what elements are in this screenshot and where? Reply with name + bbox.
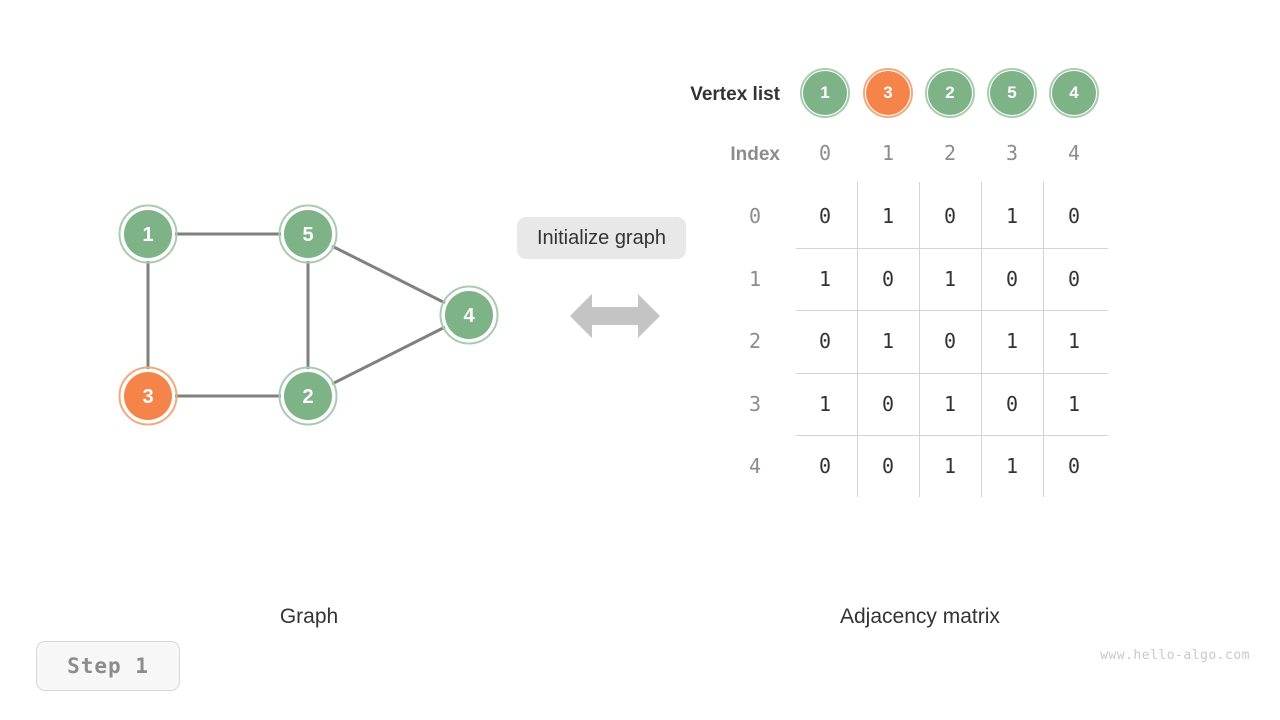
graph-node-body: [284, 210, 332, 258]
graph-node: 3: [118, 366, 178, 426]
graph-node-ring: [118, 366, 178, 426]
matrix-cell: 1: [943, 392, 957, 416]
matrix-cell: 0: [881, 392, 895, 416]
matrix-gridline-horizontal: [796, 310, 1108, 311]
graph-node-layer: 1 5 3 2 4: [118, 204, 499, 426]
matrix-cell: 0: [1005, 392, 1019, 416]
vertex-chip-ring: [987, 68, 1037, 118]
graph-node: 2: [278, 366, 338, 426]
matrix-cell: 1: [1005, 454, 1019, 478]
graph-node-label: 2: [302, 386, 313, 408]
graph-node-body: [284, 372, 332, 420]
matrix-cell: 1: [1067, 392, 1081, 416]
operation-label: Initialize graph: [517, 217, 686, 259]
vertex-list-title: Vertex list: [690, 84, 780, 105]
matrix-cell: 1: [1005, 329, 1019, 353]
matrix-cell: 0: [818, 329, 832, 353]
matrix-cell: 0: [818, 204, 832, 228]
index-head-cell: 1: [881, 141, 895, 165]
matrix-gridline-vertical: [981, 182, 982, 497]
vertex-chip: 1: [803, 71, 847, 115]
vertex-chip: 3: [866, 71, 910, 115]
vertex-chip: 5: [990, 71, 1034, 115]
graph-edge-layer: [146, 232, 446, 398]
matrix-cell: 1: [1005, 204, 1019, 228]
matrix-cell: 0: [818, 454, 832, 478]
vertex-chip-ring: [1049, 68, 1099, 118]
matrix-cell: 0: [881, 267, 895, 291]
graph-node-label: 4: [463, 305, 475, 327]
matrix-cell: 1: [818, 392, 832, 416]
vertex-chip: 2: [928, 71, 972, 115]
graph-node: 5: [278, 204, 338, 264]
graph-node-body: [124, 210, 172, 258]
matrix-cell: 0: [1005, 267, 1019, 291]
graph-caption: Graph: [279, 605, 339, 628]
matrix-row-label: 4: [748, 454, 762, 478]
index-row-title: Index: [730, 144, 780, 165]
matrix-cell: 0: [1067, 267, 1081, 291]
graph-node-ring: [278, 366, 338, 426]
graph-node: 1: [118, 204, 178, 264]
graph-node-body: [445, 291, 493, 339]
index-head-cell: 2: [943, 141, 957, 165]
step-badge: Step 1: [36, 641, 180, 691]
matrix-cell: 1: [1067, 329, 1081, 353]
matrix-cell: 1: [943, 267, 957, 291]
vertex-chip: 4: [1052, 71, 1096, 115]
graph-node: 4: [439, 285, 499, 345]
index-head-cell: 3: [1005, 141, 1019, 165]
vertex-chip-ring: [863, 68, 913, 118]
matrix-gridline-vertical: [856, 182, 858, 497]
matrix-cell: 0: [1067, 204, 1081, 228]
double-headed-arrow-icon: [570, 294, 660, 338]
vertex-chip-ring: [800, 68, 850, 118]
matrix-row-label: 0: [748, 204, 762, 228]
matrix-gridline-horizontal: [796, 435, 1108, 436]
graph-node-ring: [439, 285, 499, 345]
matrix-gridline-vertical: [1043, 182, 1044, 497]
matrix-row-label: 3: [748, 392, 762, 416]
matrix-cell: 1: [943, 454, 957, 478]
index-head-cell: 4: [1067, 141, 1081, 165]
matrix-gridline-horizontal: [796, 247, 1108, 249]
matrix-cell: 1: [818, 267, 832, 291]
index-head-cell: 0: [818, 141, 832, 165]
matrix-gridline-vertical: [919, 182, 920, 497]
graph-node-ring: [118, 204, 178, 264]
matrix-gridline-horizontal: [796, 372, 1108, 374]
vertex-chip-ring: [925, 68, 975, 118]
graph-node-label: 1: [142, 224, 153, 246]
matrix-cell: 1: [881, 329, 895, 353]
matrix-row-label: 1: [748, 267, 762, 291]
graph-diagram: 1 5 3 2 4: [118, 204, 499, 426]
watermark: www.hello-algo.com: [1100, 648, 1250, 663]
matrix-cell: 1: [881, 204, 895, 228]
graph-node-body: [124, 372, 172, 420]
graph-edge: [331, 244, 446, 305]
graph-edge: [331, 325, 446, 386]
matrix-cell: 0: [1067, 454, 1081, 478]
matrix-row-label: 2: [748, 329, 762, 353]
matrix-cell: 0: [943, 204, 957, 228]
graph-node-label: 5: [302, 224, 313, 246]
matrix-cell: 0: [943, 329, 957, 353]
matrix-cell: 0: [881, 454, 895, 478]
graph-node-label: 3: [142, 386, 153, 408]
matrix-caption: Adjacency matrix: [840, 605, 1000, 628]
graph-node-ring: [278, 204, 338, 264]
